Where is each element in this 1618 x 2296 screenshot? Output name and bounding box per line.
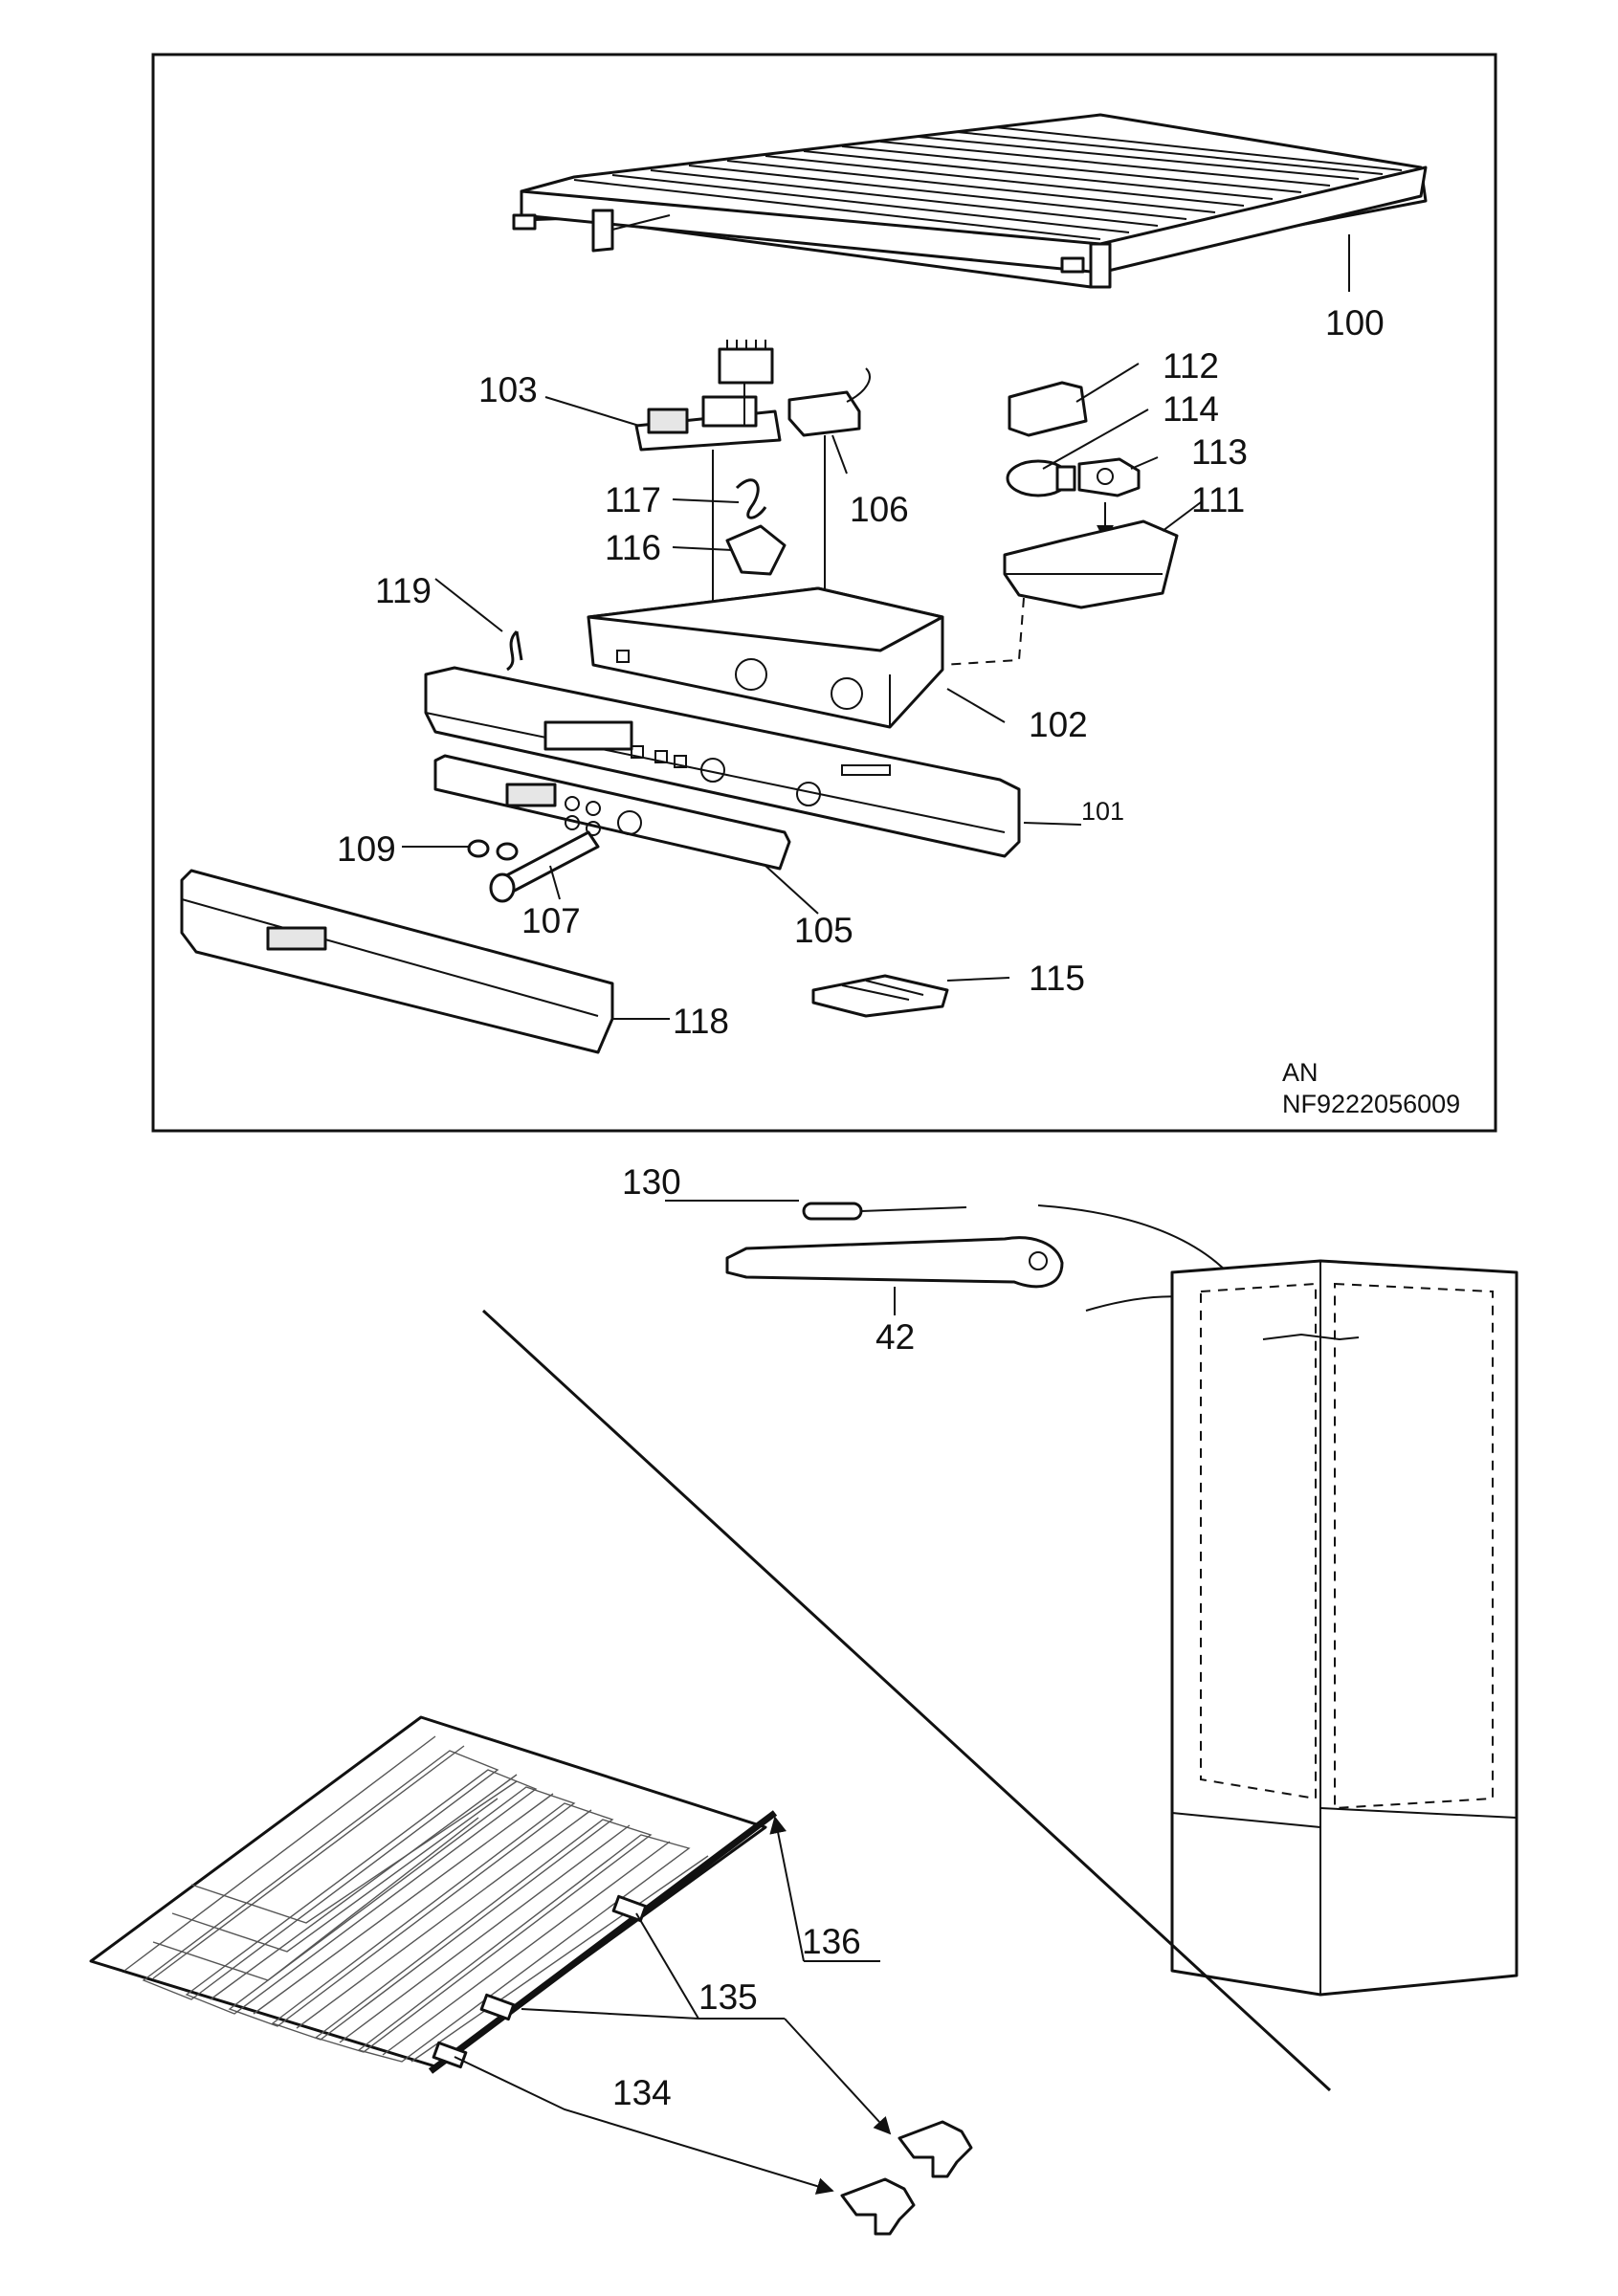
part-113-lamp-holder: [1077, 457, 1141, 497]
callout-116: 116: [605, 528, 661, 567]
part-101-fascia: [424, 666, 1021, 858]
part-116-bracket: [725, 524, 787, 576]
callout-113: 113: [1191, 432, 1248, 472]
callout-134: 134: [612, 2073, 672, 2112]
part-103-control-board: [634, 395, 782, 452]
callout-117: 117: [605, 480, 661, 519]
callout-136: 136: [802, 1922, 861, 1961]
part-100-shelf: [512, 113, 1428, 289]
part-42-light-rail: [725, 1236, 1064, 1315]
part-112-lamp-cover: [1008, 381, 1088, 437]
callout-101: 101: [1081, 797, 1124, 826]
callout-100: 100: [1325, 303, 1385, 342]
part-117-spring-clip: [735, 478, 767, 519]
callout-103: 103: [478, 370, 538, 409]
part-134-clip: [840, 2177, 916, 2236]
callout-114: 114: [1163, 389, 1219, 429]
connector-block: [718, 340, 774, 426]
callout-102: 102: [1029, 705, 1088, 744]
diagram-code-line2: NF9222056009: [1282, 1090, 1460, 1118]
part-102-housing: [587, 586, 944, 729]
callout-112: 112: [1163, 346, 1219, 386]
part-105-display-panel: [433, 754, 791, 871]
part-118-door-panel: [180, 869, 614, 1054]
part-107-rod: [489, 830, 600, 903]
cabinet-outline: [1170, 1259, 1518, 1997]
callout-130: 130: [622, 1162, 681, 1202]
part-115-grille: [811, 974, 949, 1018]
diagram-code-line1: AN: [1282, 1058, 1319, 1087]
callout-111: 111: [1191, 480, 1245, 519]
callout-106: 106: [850, 490, 909, 529]
part-130-sensor-probe: [665, 1200, 967, 1221]
part-119-spring: [506, 629, 523, 672]
callout-105: 105: [794, 911, 853, 950]
part-114-bulb: [1006, 459, 1076, 497]
control-panel-frame: [151, 53, 1497, 1133]
callout-107: 107: [521, 901, 581, 940]
part-135-clip: [898, 2120, 973, 2178]
callout-115: 115: [1029, 959, 1085, 998]
part-106-relay: [787, 367, 871, 437]
part-109-buttons: [467, 839, 519, 861]
callout-118: 118: [673, 1002, 729, 1041]
callout-42: 42: [875, 1317, 915, 1357]
separator-line: [481, 1309, 1332, 2092]
callout-119: 119: [375, 571, 432, 610]
part-111-lamp-housing: [1003, 519, 1179, 609]
callout-109: 109: [337, 829, 396, 869]
callout-135: 135: [698, 1977, 758, 2017]
